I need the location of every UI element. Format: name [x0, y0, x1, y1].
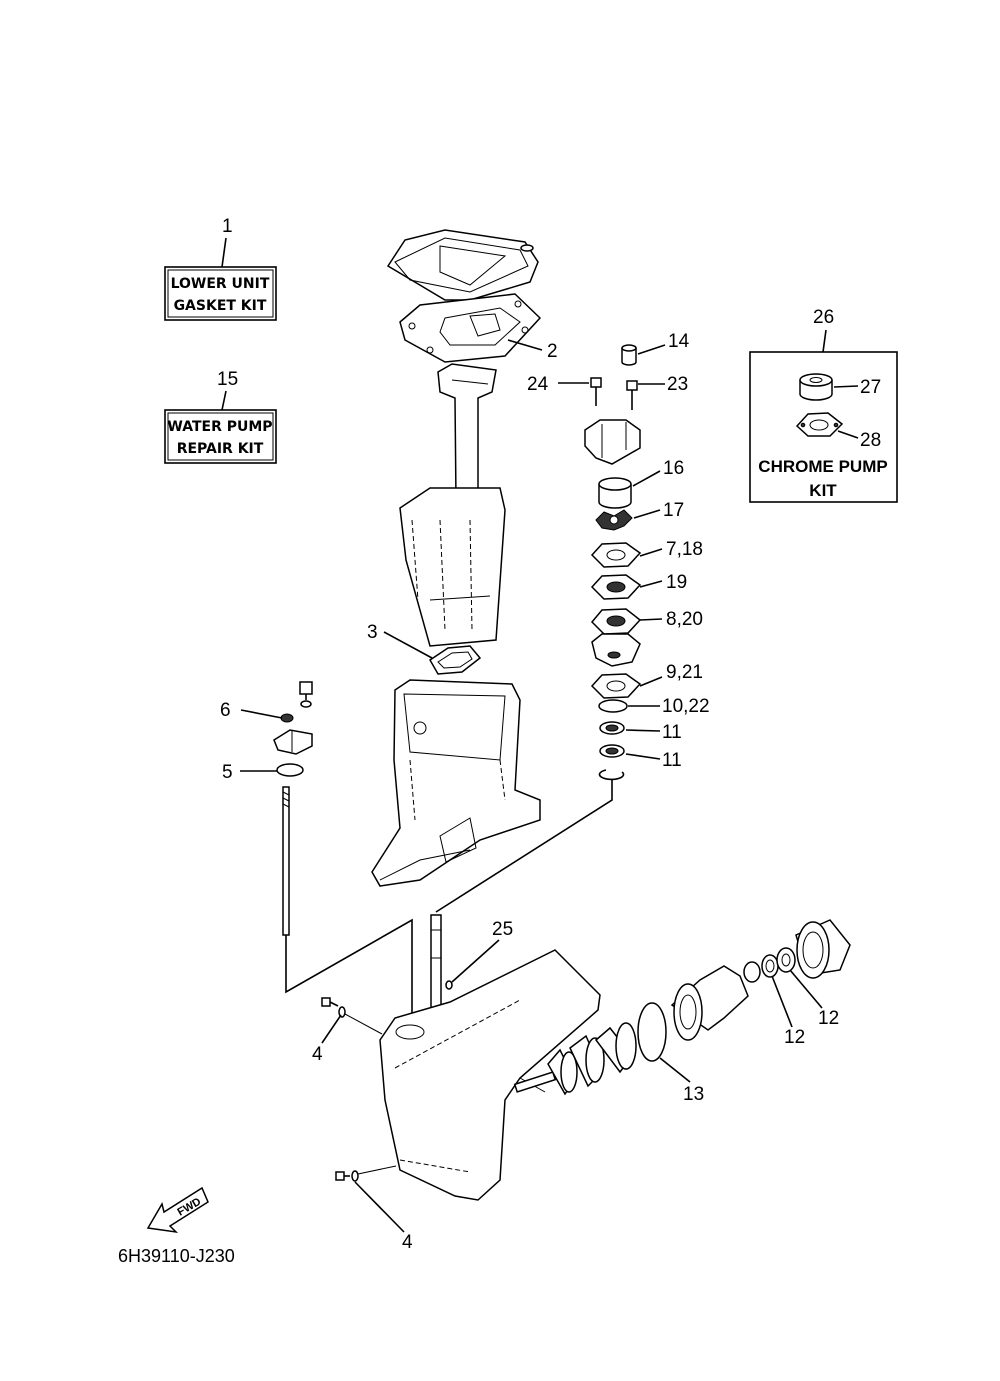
chrome-sleeve-part — [799, 373, 833, 401]
chrome-pump-kit-line1: CHROME PUMP — [758, 457, 887, 476]
impeller-17-part — [595, 509, 633, 531]
oil-seal-11a-part — [599, 721, 625, 735]
pump-sleeve-14-part — [621, 344, 637, 366]
ring-nut-part — [795, 919, 851, 979]
chrome-plate-part — [795, 412, 844, 437]
fwd-arrow-icon: FWD — [146, 1186, 209, 1234]
plate-7-18-part — [590, 542, 642, 568]
callout-8-20: 8,20 — [666, 609, 703, 630]
bearing-housing-part — [670, 965, 749, 1041]
callout-24: 24 — [527, 374, 549, 395]
insert-cartridge-16-part — [598, 477, 632, 509]
lower-casing-part — [379, 949, 601, 1201]
shift-rod-bolt-part — [299, 681, 313, 708]
callout-10-22: 10,22 — [662, 696, 710, 717]
gasket-kit-box[interactable]: 1 LOWER UNIT GASKET KIT — [164, 216, 277, 321]
bolt-24-part — [590, 377, 602, 406]
o-ring-13-part — [637, 1002, 667, 1062]
pump-case-base-part — [591, 633, 641, 667]
water-pump-kit-line1: WATER PUMP — [167, 419, 272, 435]
upper-casing-cover-part — [386, 229, 539, 301]
water-pump-kit-line2: REPAIR KIT — [177, 441, 264, 457]
gasket-kit-line1: LOWER UNIT — [171, 276, 270, 292]
callout-27: 27 — [860, 377, 881, 398]
oil-seal-11b-part — [599, 744, 625, 758]
callout-11b: 11 — [662, 750, 682, 771]
gasket-9-21-part — [590, 673, 642, 699]
callout-16: 16 — [663, 458, 684, 479]
pump-housing-part — [584, 419, 641, 465]
callout-13: 13 — [683, 1084, 704, 1105]
bushing-part — [743, 961, 761, 983]
callout-6: 6 — [220, 700, 231, 721]
water-pump-kit-box[interactable]: 15 WATER PUMP REPAIR KIT — [164, 369, 277, 464]
callout-14: 14 — [668, 331, 690, 352]
drain-screw-upper-part — [321, 997, 346, 1018]
seal-part — [429, 645, 482, 675]
callout-23: 23 — [667, 374, 688, 395]
diagram-code: 6H39110-J230 — [118, 1246, 235, 1266]
shift-rod-part — [282, 786, 290, 936]
callout-12a: 12 — [784, 1027, 805, 1048]
plate-19-part — [590, 574, 642, 600]
callout-3: 3 — [367, 622, 378, 643]
callout-19: 19 — [666, 572, 687, 593]
callout-5: 5 — [222, 762, 233, 783]
callout-4-upper: 4 — [312, 1044, 323, 1065]
upper-casing-part — [371, 679, 541, 887]
gasket-kit-line2: GASKET KIT — [174, 298, 267, 314]
callout-15: 15 — [217, 369, 238, 390]
washer-12b-part — [776, 947, 796, 973]
callout-2: 2 — [547, 341, 558, 362]
callout-11a: 11 — [662, 722, 682, 743]
grommet-part — [280, 713, 294, 723]
shift-rod-holder-part — [273, 729, 313, 755]
o-ring-10-22-part — [598, 699, 628, 713]
o-ring-5-part — [276, 763, 304, 777]
callout-12b: 12 — [818, 1008, 839, 1029]
fwd-label: FWD — [176, 1196, 204, 1219]
bolt-23-part — [626, 380, 638, 410]
callout-17: 17 — [663, 500, 684, 521]
gasket-part — [399, 293, 542, 363]
plate-8-20-part — [590, 608, 642, 635]
drain-screw-lower-part — [335, 1170, 359, 1182]
washer-12a-part — [761, 954, 779, 978]
callout-9-21: 9,21 — [666, 662, 703, 683]
circlip-part — [598, 769, 625, 781]
propeller-shaft-part — [513, 1022, 637, 1096]
callout-25: 25 — [492, 919, 513, 940]
callout-26: 26 — [813, 307, 834, 328]
callout-1: 1 — [222, 216, 233, 237]
chrome-pump-kit-line2: KIT — [809, 481, 837, 500]
callout-28: 28 — [860, 430, 881, 451]
callout-7-18: 7,18 — [666, 539, 703, 560]
chrome-pump-kit-box[interactable]: 26 27 28 CHROME PUMP KIT — [749, 307, 898, 503]
callout-4-lower: 4 — [402, 1232, 413, 1253]
exhaust-guide-part — [399, 363, 506, 647]
